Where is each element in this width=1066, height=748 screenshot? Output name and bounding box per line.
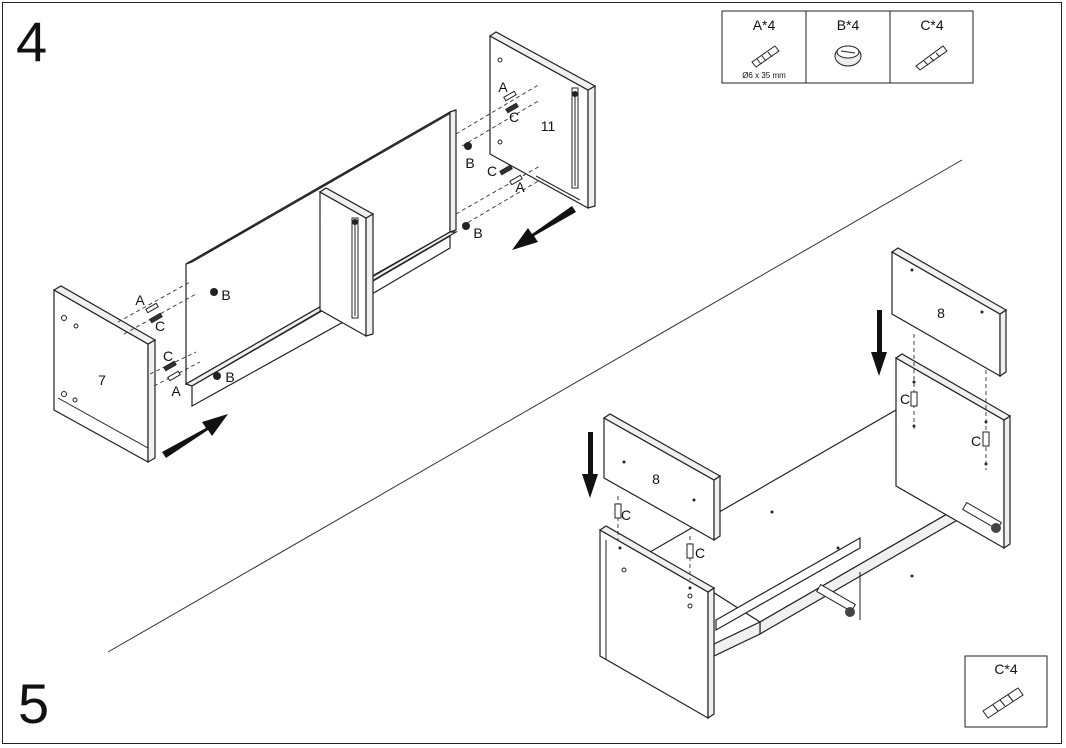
cam-bolt-icon [915,45,948,71]
hardware-label-b: B [465,155,474,171]
top-panel-8-front: 8 [602,413,722,542]
hardware-label-a: A [515,179,525,195]
hardware-label-c: C [971,433,981,449]
back-side-panel [815,353,1012,617]
arrow-icon [512,206,576,250]
step-number-4: 4 [16,10,48,73]
part-c-label: C*4 [920,17,944,33]
dowel-icon [751,45,780,68]
part-c-label-bottom: C*4 [994,661,1018,677]
hardware-step4: A C C A B B B B A C C A [135,79,525,399]
hardware-step5: C C C C [614,391,990,561]
arrow-icon [582,432,598,498]
hardware-label-c: C [487,163,497,179]
panel-7-label: 7 [98,372,106,388]
step-divider [107,159,963,653]
cam-lock-icon [834,45,862,67]
hardware-label-c: C [509,109,519,125]
front-side-panel [598,525,716,720]
assembly-guides-step4 [117,83,541,387]
top-panel-8-back: 8 [890,247,1008,378]
hardware-label-c: C [163,348,173,364]
hardware-label-b: B [473,225,482,241]
arrow-icon [162,414,228,458]
hardware-label-c: C [621,507,631,523]
panel-11-label: 11 [541,118,556,134]
side-panel-11: 11 [488,31,597,210]
arrow-icon [871,310,887,376]
part-a-label: A*4 [753,17,776,33]
hardware-label-c: C [695,545,705,561]
part-b-label: B*4 [837,17,860,33]
part-a-size: Ø6 x 35 mm [742,71,786,80]
hardware-label-a: A [135,292,145,308]
divider-panel [318,187,375,338]
parts-box-top: A*4 B*4 C*4 Ø6 x 35 mm [721,10,974,84]
parts-box-bottom: C*4 [964,655,1048,728]
panel-8-label-front: 8 [652,471,660,487]
hardware-label-b: B [221,287,230,303]
hardware-label-a: A [498,79,508,95]
hardware-label-b: B [225,369,234,385]
side-panel-7: 7 [52,285,157,464]
hardware-label-a: A [171,383,181,399]
panel-8-label-back: 8 [937,305,945,321]
hardware-label-c: C [155,318,165,334]
hardware-label-c: C [900,391,910,407]
step-number-5: 5 [18,672,50,735]
cam-bolt-icon [982,687,1024,719]
